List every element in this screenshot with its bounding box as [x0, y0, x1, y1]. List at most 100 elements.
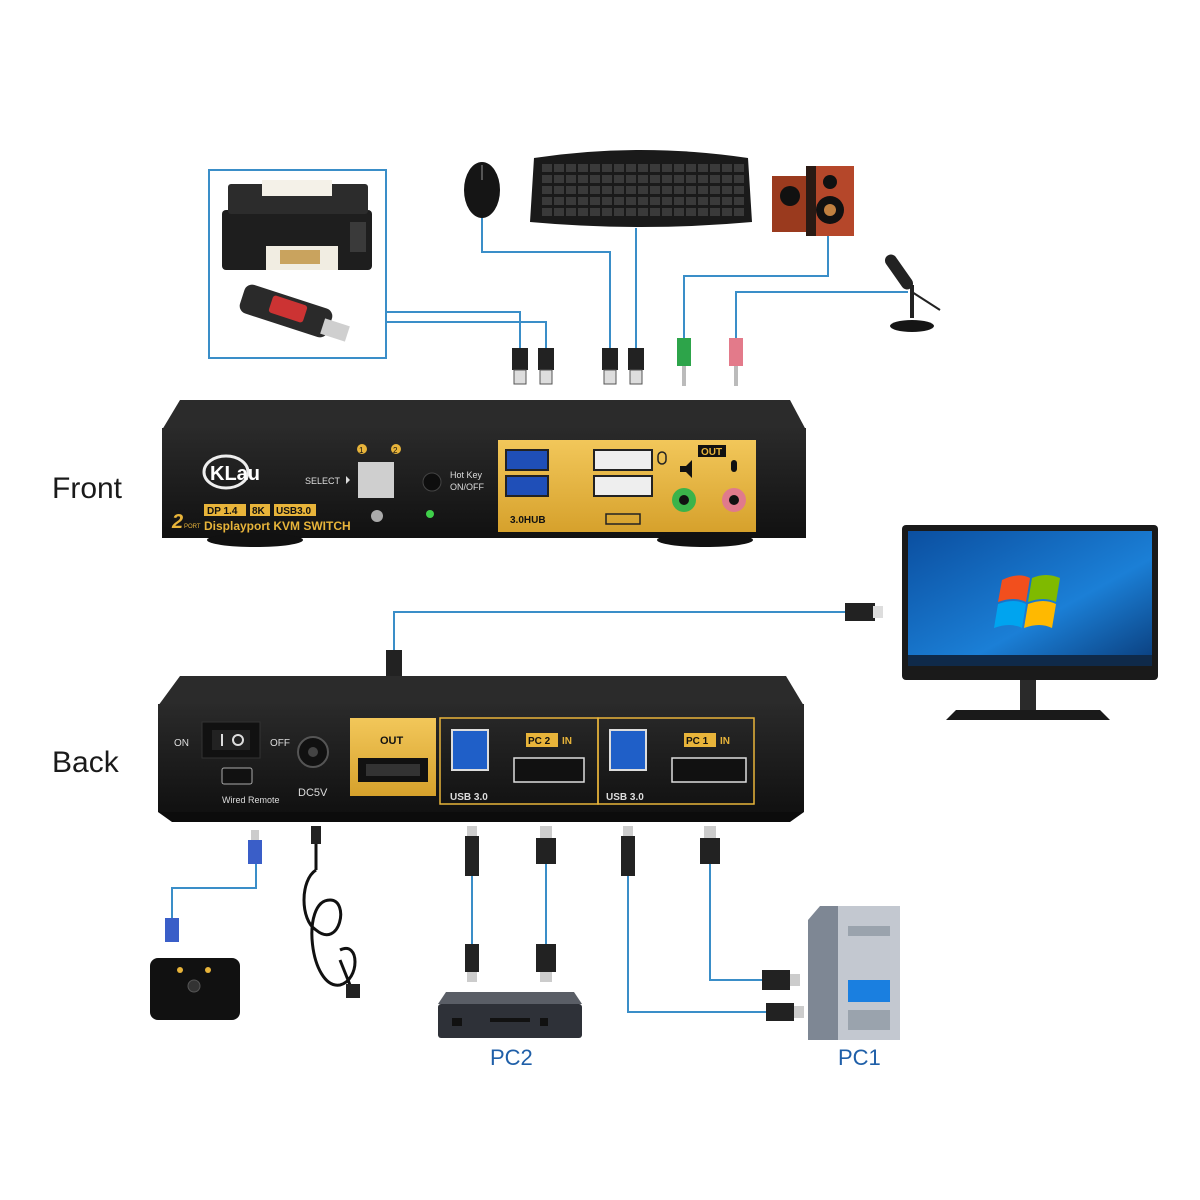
keyboard-key: [614, 164, 624, 172]
out-text: OUT: [701, 447, 722, 458]
keyboard-key: [650, 208, 660, 216]
keyboard-key: [590, 197, 600, 205]
keyboard-key: [554, 175, 564, 183]
keyboard-key: [626, 197, 636, 205]
keyboard-key: [602, 208, 612, 216]
audio-plug-pink: [729, 338, 743, 386]
port1-text: 1: [359, 446, 364, 455]
keyboard-key: [542, 197, 552, 205]
pc1-usb-b-port[interactable]: [609, 729, 647, 771]
keyboard-key: [698, 175, 708, 183]
keyboard-key: [734, 197, 744, 205]
keyboard-key: [554, 208, 564, 216]
keyboard-key: [686, 164, 696, 172]
pc1-in-text: IN: [720, 736, 730, 747]
pc1-dp-port[interactable]: [671, 757, 747, 783]
pc2-usb-b-port[interactable]: [451, 729, 489, 771]
keyboard-key: [638, 186, 648, 194]
pc1-input-group: [597, 717, 755, 805]
pc2-dp-port[interactable]: [513, 757, 585, 783]
keyboard-key: [650, 175, 660, 183]
keyboard-key: [686, 197, 696, 205]
usb-a-plug-2: [538, 348, 554, 385]
remote-cable: [171, 862, 257, 918]
usb-a-plug-4: [628, 348, 644, 385]
keyboard-key: [578, 164, 588, 172]
pc1-badge-text: PC 1: [686, 736, 709, 747]
printer-cable: [386, 311, 521, 350]
port2-dot: [391, 444, 401, 454]
mouse-symbol-icon: [657, 451, 667, 465]
spec-dp: DP 1.4: [207, 506, 238, 517]
usb-a-plug-3: [602, 348, 618, 385]
keyboard-key: [590, 186, 600, 194]
keyboard-key: [554, 197, 564, 205]
monitor-icon: [902, 525, 1158, 720]
mouse-cable: [481, 215, 611, 350]
pc2-badge-text: PC 2: [528, 736, 551, 747]
pc1-label: PC1: [838, 1045, 881, 1070]
keyboard-key: [710, 208, 720, 216]
keyboard-key: [698, 197, 708, 205]
keyboard-key: [662, 208, 672, 216]
keyboard-key: [662, 164, 672, 172]
dp-plug-pc2-low: [536, 944, 556, 982]
mic-symbol-icon: [731, 460, 737, 472]
usb-b-plug-pc1: [621, 826, 635, 876]
keyboard-key: [710, 197, 720, 205]
power-adapter-icon: [302, 830, 357, 991]
spec-8k-badge: [250, 504, 270, 516]
windows-logo: [994, 575, 1060, 628]
pc1-badge: [684, 733, 716, 747]
select-button[interactable]: [358, 462, 394, 498]
keyboard-key: [602, 175, 612, 183]
keyboard-key: [662, 186, 672, 194]
front-connectors: [512, 338, 743, 386]
usb-drive-icon: [239, 284, 350, 342]
keyboard-key: [638, 164, 648, 172]
keyboard-key: [566, 186, 576, 194]
on-label: ON: [174, 738, 189, 749]
keyboard-key: [710, 164, 720, 172]
keyboard-key: [566, 164, 576, 172]
spec-usb: USB3.0: [276, 506, 311, 517]
dc-label: DC5V: [298, 787, 328, 799]
usb-drive-cable: [386, 321, 547, 350]
keyboard-key: [554, 186, 564, 194]
keyboard-key: [554, 164, 564, 172]
hotkey-button[interactable]: [422, 472, 442, 492]
monitor-cable: [393, 611, 845, 650]
keyboard-key: [566, 175, 576, 183]
keyboard-key: [614, 175, 624, 183]
keyboard-key: [578, 197, 588, 205]
tower-pc-icon: [808, 906, 900, 1040]
usb-b-plug-pc2: [465, 826, 479, 876]
keyboard-key: [590, 175, 600, 183]
pc2-label: PC2: [490, 1045, 533, 1070]
keyboard-key: [722, 164, 732, 172]
keyboard-key: [638, 175, 648, 183]
keyboard-key: [602, 186, 612, 194]
model-text: Displayport KVM SWITCH: [204, 519, 351, 533]
keyboard-key: [710, 175, 720, 183]
select-label: SELECT: [305, 476, 341, 486]
keyboard-key: [686, 175, 696, 183]
mic-cable: [735, 291, 908, 340]
spec-8k: 8K: [252, 506, 266, 517]
keyboard-key: [614, 197, 624, 205]
keyboard-key: [710, 186, 720, 194]
wired-remote-port[interactable]: [221, 767, 253, 785]
dc-plug: [311, 826, 321, 844]
out-badge: [698, 445, 726, 457]
pc1-usb-cable: [627, 875, 766, 1013]
keyboard-key: [686, 208, 696, 216]
hub-label: 3.0HUB: [510, 515, 546, 526]
keyboard-key: [542, 208, 552, 216]
hotkey-onoff: ON/OFF: [450, 482, 484, 492]
keyboard-key: [734, 186, 744, 194]
keyboard-icon: [530, 150, 752, 227]
printer-icon: [222, 180, 372, 270]
keyboard-key: [626, 186, 636, 194]
keyboard-key: [638, 197, 648, 205]
